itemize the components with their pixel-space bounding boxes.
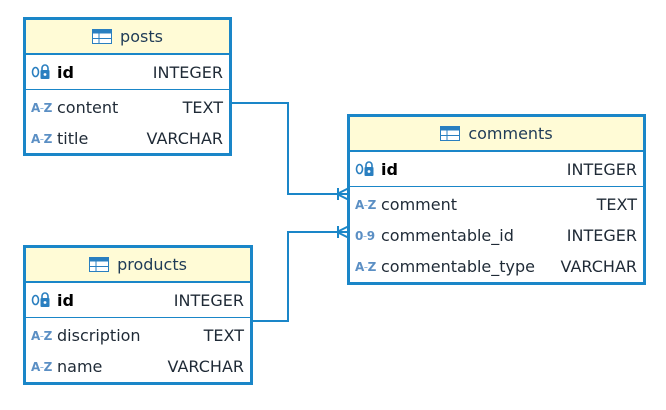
column-type: TEXT [182, 98, 223, 117]
column-type: INTEGER [152, 62, 223, 82]
table-header[interactable]: posts [26, 20, 229, 55]
primary-key-icon [31, 292, 50, 307]
text-type-icon: A-Z [31, 131, 52, 146]
table-name: posts [120, 27, 163, 46]
connector-posts-to-comments[interactable] [232, 102, 349, 195]
column-name: commentable_id [381, 226, 514, 245]
column-list: A-Z content TEXT A-Z title VARCHAR [26, 90, 229, 156]
column-type: VARCHAR [560, 257, 637, 276]
column-type: TEXT [596, 195, 637, 214]
primary-key-row[interactable]: id INTEGER [26, 55, 229, 90]
column-type: TEXT [203, 326, 244, 345]
table-posts[interactable]: posts id INTEGER A-Z content TEXT [23, 17, 232, 156]
column-type: INTEGER [173, 290, 244, 310]
primary-key-row[interactable]: id INTEGER [26, 283, 250, 318]
text-type-icon: A-Z [31, 100, 52, 115]
column-name: title [57, 129, 89, 148]
column-name: id [57, 62, 74, 82]
table-row[interactable]: A-Z name VARCHAR [26, 351, 250, 382]
column-type: INTEGER [566, 226, 637, 245]
text-type-icon: A-Z [31, 328, 52, 343]
table-row[interactable]: A-Z title VARCHAR [26, 123, 229, 154]
table-comments[interactable]: comments id INTEGER A-Z comment TEXT [347, 114, 646, 285]
table-row[interactable]: A-Z comment TEXT [350, 189, 643, 220]
table-icon [440, 126, 461, 141]
text-type-icon: A-Z [355, 259, 376, 274]
table-icon [89, 257, 110, 272]
column-name: commentable_type [381, 257, 536, 276]
column-name: comment [381, 195, 458, 214]
primary-key-icon [355, 161, 374, 176]
table-header[interactable]: products [26, 248, 250, 283]
table-name: products [117, 255, 187, 274]
column-type: INTEGER [566, 159, 637, 179]
column-list: A-Z comment TEXT 0-9 commentable_id INTE… [350, 187, 643, 284]
table-row[interactable]: A-Z commentable_type VARCHAR [350, 251, 643, 282]
table-row[interactable]: A-Z content TEXT [26, 92, 229, 123]
column-name: discription [57, 326, 141, 345]
numeric-type-icon: 0-9 [355, 228, 375, 243]
column-name: content [57, 98, 119, 117]
column-name: id [381, 159, 398, 179]
column-name: name [57, 357, 103, 376]
text-type-icon: A-Z [355, 197, 376, 212]
column-name: id [57, 290, 74, 310]
table-name: comments [468, 124, 553, 143]
table-icon [92, 29, 113, 44]
table-row[interactable]: 0-9 commentable_id INTEGER [350, 220, 643, 251]
table-header[interactable]: comments [350, 117, 643, 152]
column-list: A-Z discription TEXT A-Z name VARCHAR [26, 318, 250, 384]
table-row[interactable]: A-Z discription TEXT [26, 320, 250, 351]
column-type: VARCHAR [146, 129, 223, 148]
primary-key-row[interactable]: id INTEGER [350, 152, 643, 187]
connector-products-to-comments[interactable] [253, 231, 349, 322]
table-products[interactable]: products id INTEGER A-Z discription TEXT [23, 245, 253, 385]
primary-key-icon [31, 64, 50, 79]
text-type-icon: A-Z [31, 359, 52, 374]
column-type: VARCHAR [167, 357, 244, 376]
